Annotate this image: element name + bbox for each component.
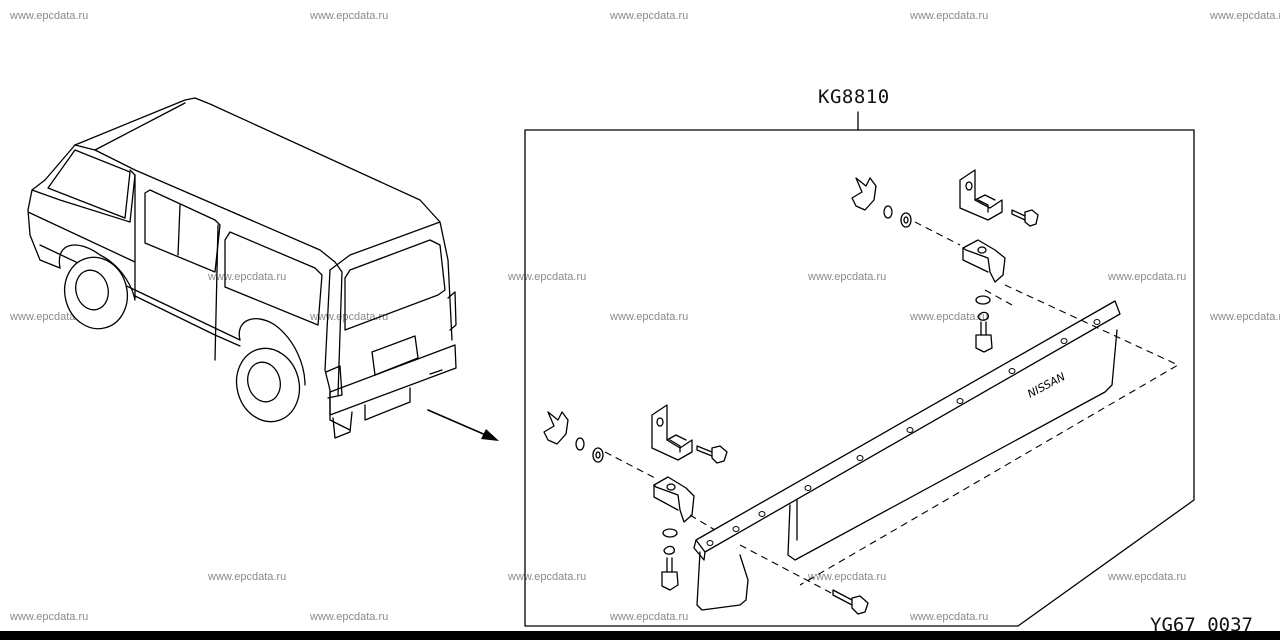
watermark: www.epcdata.ru	[610, 10, 689, 22]
figure-code: YG67 0037	[1150, 614, 1253, 636]
watermark: www.epcdata.ru	[310, 611, 389, 623]
watermark: www.epcdata.ru	[508, 571, 587, 583]
wing-nut-upper	[851, 177, 877, 211]
mud-flap-left	[696, 551, 749, 611]
watermark: www.epcdata.ru	[910, 611, 989, 623]
watermark: www.epcdata.ru	[1210, 311, 1280, 323]
watermark: www.epcdata.ru	[1108, 571, 1187, 583]
watermark: www.epcdata.ru	[910, 10, 989, 22]
watermark: www.epcdata.ru	[10, 611, 89, 623]
bolt-lower-right	[696, 445, 728, 464]
watermark: www.epcdata.ru	[808, 271, 887, 283]
mud-flap-main	[787, 329, 1118, 561]
watermark: www.epcdata.ru	[610, 311, 689, 323]
watermark: www.epcdata.ru	[1210, 10, 1280, 22]
bracket-upper-lower	[962, 239, 1006, 283]
mudguard-rail	[693, 300, 1121, 561]
bottom-bar	[0, 631, 1280, 640]
watermark: www.epcdata.ru	[1108, 271, 1187, 283]
watermark: www.epcdata.ru	[508, 271, 587, 283]
bracket-lower-top	[651, 404, 693, 461]
watermark: www.epcdata.ru	[310, 311, 389, 323]
watermark: www.epcdata.ru	[10, 311, 89, 323]
washer-upper-lower	[975, 295, 991, 321]
direction-arrow	[427, 409, 499, 441]
wing-nut-lower	[543, 411, 569, 445]
bolt-lower-vertical	[661, 557, 679, 591]
watermark: www.epcdata.ru	[910, 311, 989, 323]
watermark: www.epcdata.ru	[10, 10, 89, 22]
washer-upper	[883, 205, 912, 228]
washer-lower-lower	[662, 528, 678, 555]
bracket-upper-top	[959, 169, 1003, 221]
bolt-bottom	[832, 589, 869, 615]
watermark: www.epcdata.ru	[208, 271, 287, 283]
bracket-lower-lower	[653, 476, 695, 523]
brand-text: NISSAN	[1025, 370, 1067, 401]
part-number-label: KG8810	[818, 86, 890, 108]
watermark: www.epcdata.ru	[610, 611, 689, 623]
watermark: www.epcdata.ru	[310, 10, 389, 22]
washer-lower	[575, 437, 604, 463]
assembly-frame	[524, 111, 1195, 627]
bolt-upper-vertical	[975, 321, 993, 353]
van-illustration	[27, 97, 457, 439]
bolt-upper-right	[1011, 209, 1039, 227]
watermark: www.epcdata.ru	[808, 571, 887, 583]
assembly-lines	[604, 221, 1180, 596]
watermark: www.epcdata.ru	[208, 571, 287, 583]
